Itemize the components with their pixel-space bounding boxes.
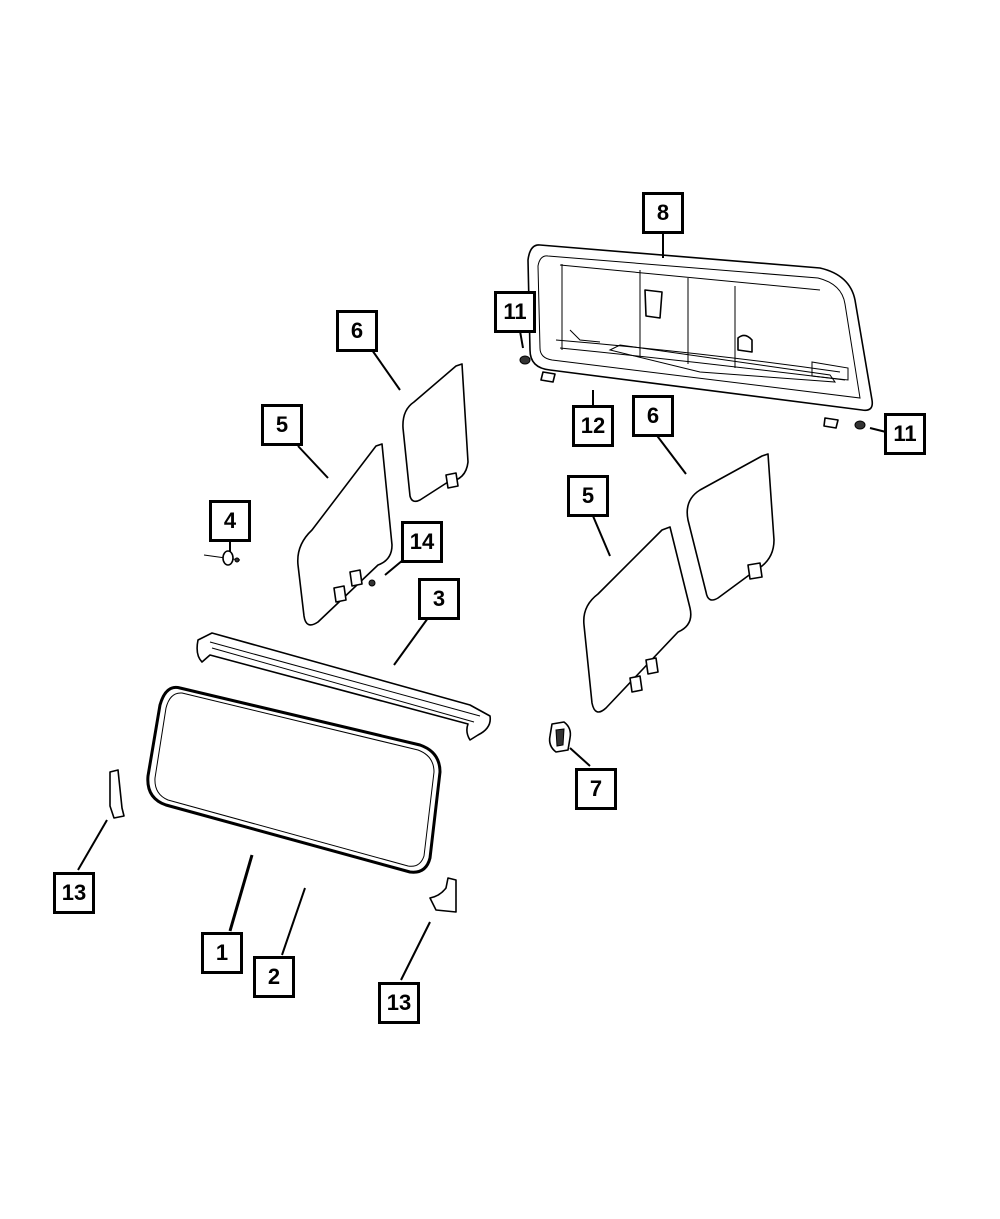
main-glass-part: [146, 685, 442, 874]
callout-4: 4: [209, 500, 251, 542]
top-rail-part: [196, 632, 492, 741]
leader-6a: [371, 349, 401, 391]
callout-1: 1: [201, 932, 243, 974]
leader-11b: [869, 427, 887, 433]
callout-7: 7: [575, 768, 617, 810]
callout-5-upper: 5: [261, 404, 303, 446]
callout-11-right: 11: [884, 413, 926, 455]
callout-6-upper: 6: [336, 310, 378, 352]
leader-2: [281, 887, 306, 956]
callout-2: 2: [253, 956, 295, 998]
rear-window-frame-part: [527, 244, 874, 429]
leader-13b: [400, 921, 431, 981]
leader-13a: [77, 819, 108, 871]
sliding-glass-upper-left-part: [402, 363, 469, 503]
callout-13-left: 13: [53, 872, 95, 914]
callout-11-left: 11: [494, 291, 536, 333]
leader-11a: [519, 330, 524, 349]
bracket-left-part: [109, 769, 125, 819]
grommet-right-part: [854, 420, 866, 430]
callout-8: 8: [642, 192, 684, 234]
leader-5b: [592, 515, 611, 557]
leader-1: [228, 854, 254, 932]
small-fastener-part: [368, 579, 376, 587]
callout-12: 12: [572, 405, 614, 447]
callout-13-right: 13: [378, 982, 420, 1024]
callout-3: 3: [418, 578, 460, 620]
leader-14: [384, 559, 404, 576]
leader-5a: [297, 445, 329, 479]
callout-6-right: 6: [632, 395, 674, 437]
fastener-part: [203, 550, 241, 566]
bracket-right-part: [429, 877, 457, 913]
grommet-left-part: [519, 355, 531, 365]
latch-part: [548, 721, 572, 753]
leader-7: [569, 747, 591, 767]
sliding-glass-right-part: [686, 453, 775, 601]
leader-6b: [654, 432, 687, 475]
fixed-glass-upper-left-part: [296, 443, 393, 626]
leader-lines: [77, 232, 887, 981]
fixed-glass-right-part: [582, 526, 692, 713]
callout-14: 14: [401, 521, 443, 563]
leader-3: [393, 617, 429, 666]
callout-5-right: 5: [567, 475, 609, 517]
